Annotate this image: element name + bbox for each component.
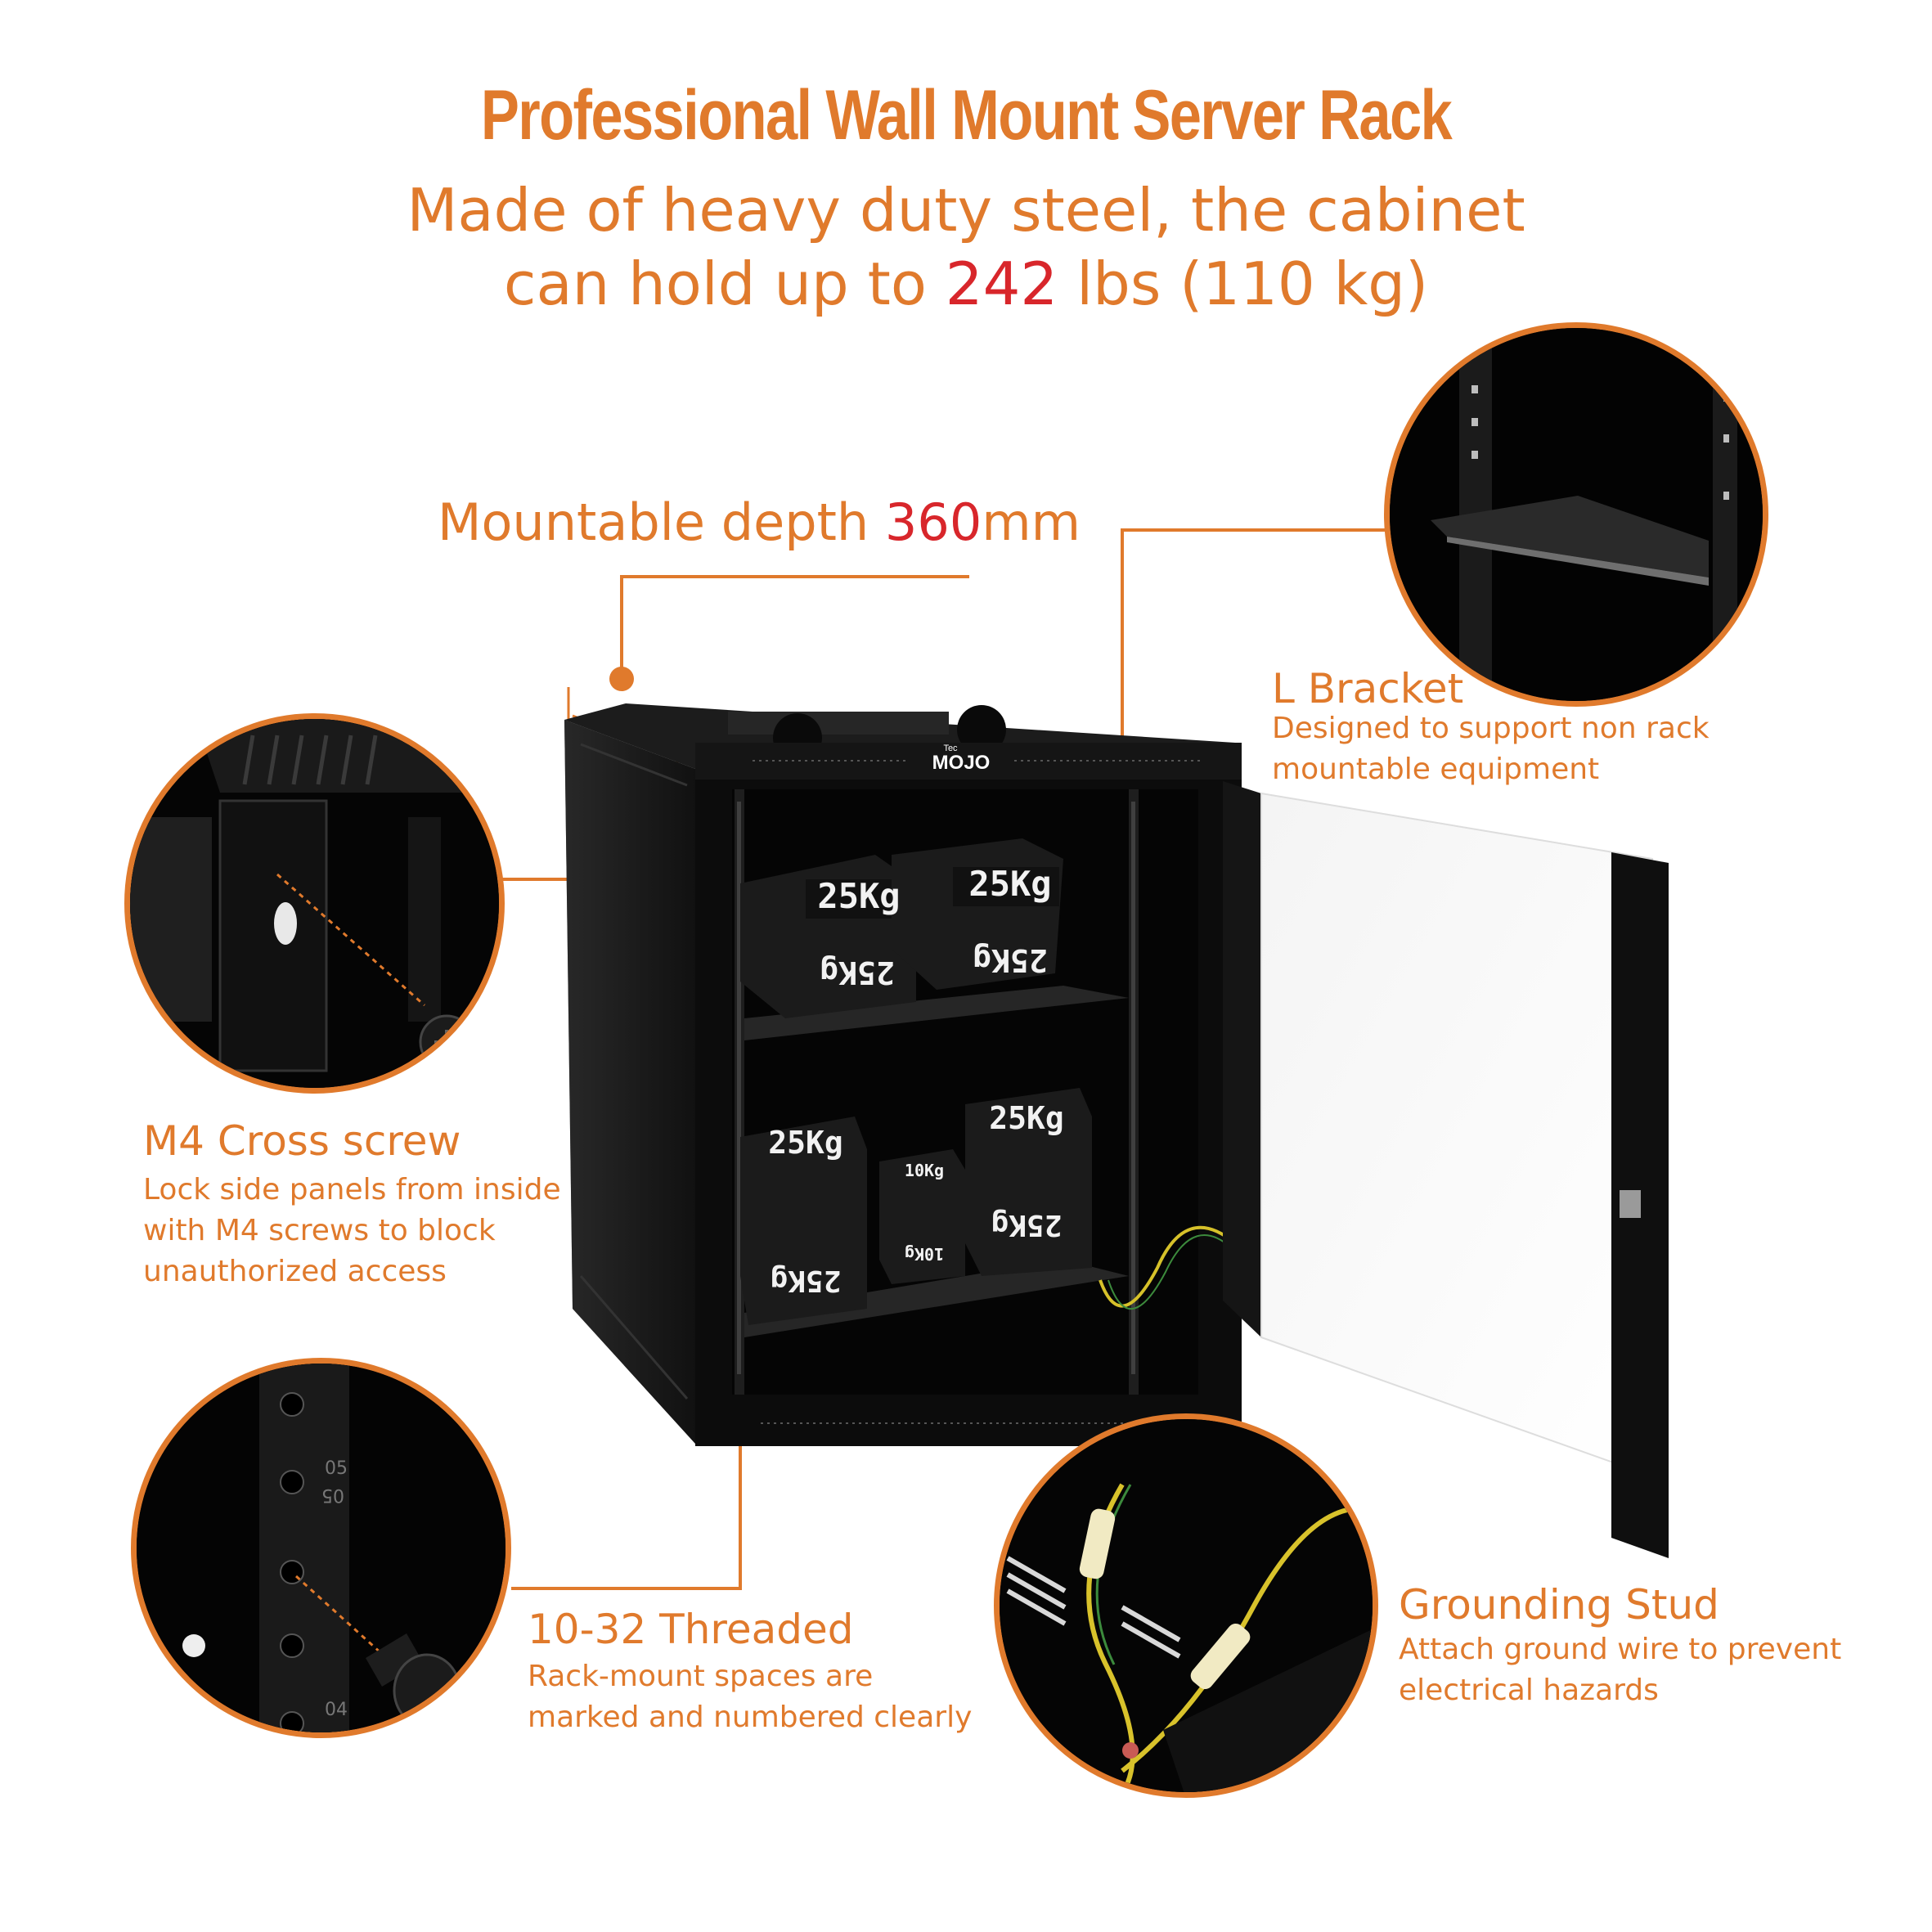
- m4-screw-detail-image: [124, 713, 505, 1094]
- brand-logo: MOJO: [932, 752, 991, 774]
- depth-highlight: 360: [884, 492, 982, 552]
- grounding-desc-line-2: electrical hazards: [1399, 1674, 1659, 1707]
- grounding-title: Grounding Stud: [1399, 1581, 1719, 1629]
- l-bracket-description: Designed to support non rack mountable e…: [1272, 708, 1710, 790]
- m4-desc-line-2: with M4 screws to block: [143, 1214, 496, 1247]
- page-title: Professional Wall Mount Server Rack: [480, 76, 1453, 155]
- grounding-photo-illustration: [1000, 1419, 1373, 1792]
- weight-label: 25Kg: [771, 1264, 842, 1297]
- depth-label-pre: Mountable depth: [438, 492, 885, 552]
- threaded-desc-line-2: marked and numbered clearly: [528, 1701, 973, 1734]
- brand-logo-small: Tec: [943, 744, 958, 753]
- l-bracket-desc-line-1: Designed to support non rack: [1272, 712, 1710, 745]
- weight-label: 25Kg: [820, 955, 895, 991]
- subtitle-line-2-post: lbs (110 kg): [1058, 249, 1429, 318]
- subtitle-line-2: can hold up to 242 lbs (110 kg): [0, 247, 1932, 321]
- depth-label-post: mm: [982, 492, 1081, 552]
- weight-label: 25Kg: [991, 1208, 1063, 1242]
- threaded-desc-line-1: Rack-mount spaces are: [528, 1660, 874, 1693]
- subtitle: Made of heavy duty steel, the cabinet ca…: [0, 173, 1932, 321]
- rail-number: 05: [325, 1458, 348, 1479]
- subtitle-line-1: Made of heavy duty steel, the cabinet: [407, 176, 1525, 245]
- depth-connector: [620, 575, 969, 679]
- m4-desc-line-3: unauthorized access: [143, 1255, 447, 1288]
- subtitle-line-2-pre: can hold up to: [503, 249, 946, 318]
- grounding-description: Attach ground wire to prevent electrical…: [1399, 1629, 1841, 1711]
- weight-label: 25Kg: [817, 876, 900, 916]
- weight-label: 25Kg: [968, 864, 1051, 904]
- grounding-detail-image: [994, 1413, 1378, 1798]
- threaded-detail-image: 05 05 04: [131, 1358, 511, 1738]
- capacity-highlight: 242: [945, 249, 1058, 318]
- server-rack-illustration: MOJO Tec 25Kg 25Kg 25Kg 25Kg 25Kg 25Kg 2…: [564, 703, 1669, 1558]
- threaded-photo-illustration: 05 05 04: [137, 1364, 505, 1732]
- rail-number: 05: [321, 1485, 344, 1505]
- l-bracket-desc-line-2: mountable equipment: [1272, 753, 1600, 786]
- threaded-description: Rack-mount spaces are marked and numbere…: [528, 1656, 972, 1738]
- l-bracket-detail-image: [1384, 322, 1768, 707]
- m4-screw-description: Lock side panels from inside with M4 scr…: [143, 1170, 561, 1292]
- threaded-title: 10-32 Threaded: [528, 1606, 854, 1653]
- weight-label: 25Kg: [989, 1100, 1064, 1136]
- m4-screw-title: M4 Cross screw: [143, 1117, 461, 1165]
- l-bracket-photo-illustration: [1390, 328, 1763, 701]
- rail-number: 04: [325, 1700, 348, 1720]
- m4-desc-line-1: Lock side panels from inside: [143, 1173, 561, 1206]
- grounding-desc-line-1: Attach ground wire to prevent: [1399, 1633, 1842, 1666]
- weight-label: 10Kg: [905, 1161, 944, 1180]
- l-bracket-title: L Bracket: [1272, 665, 1464, 712]
- depth-dot: [609, 667, 634, 691]
- weight-label: 10Kg: [905, 1244, 944, 1264]
- weight-label: 25Kg: [768, 1125, 843, 1161]
- depth-label: Mountable depth 360mm: [438, 492, 1081, 552]
- weight-label: 25Kg: [973, 942, 1048, 978]
- m4-screw-photo-illustration: [130, 719, 499, 1088]
